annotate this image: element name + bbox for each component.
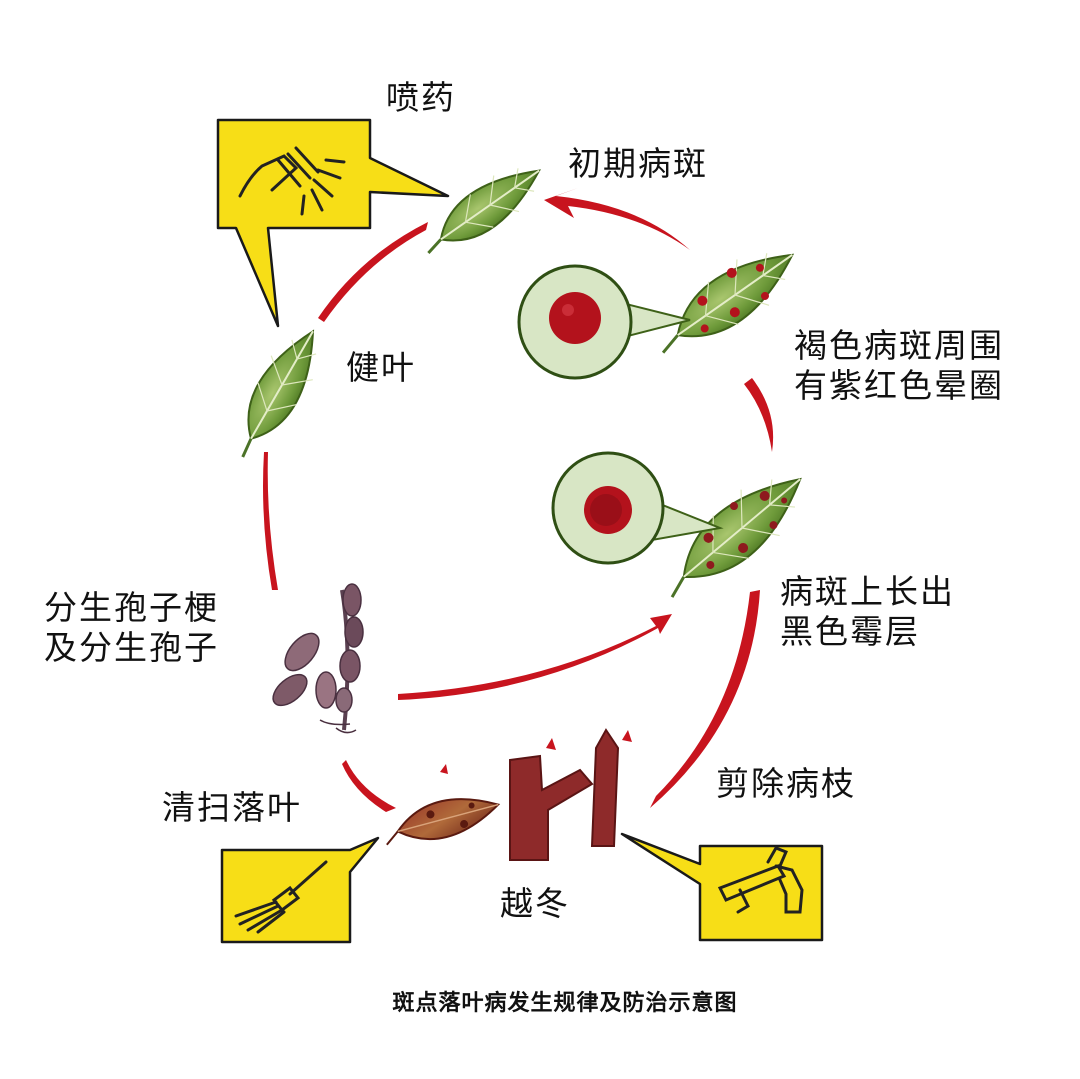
initial-leaf	[427, 168, 541, 255]
spore-mark-1	[440, 764, 448, 774]
label-black-mold-line-1: 病斑上长出	[780, 572, 955, 611]
conidia-illustration	[272, 583, 364, 734]
broom-icon	[234, 860, 328, 934]
arrow-conidia-to-fallen	[342, 760, 396, 812]
label-sweep-leaves: 清扫落叶	[162, 788, 302, 827]
spray-nozzle-icon	[238, 146, 346, 216]
label-brown-spot-line-1: 褐色病斑周围	[794, 326, 1004, 365]
healthy-leaf	[241, 329, 317, 458]
black-mold-leaf	[670, 477, 802, 598]
label-conidia-line-1: 分生孢子梗	[44, 588, 219, 627]
label-brown-spot: 褐色病斑周围 有紫红色晕圈	[794, 326, 1004, 406]
lesion-magnifier-2	[551, 451, 724, 565]
label-conidia-line-2: 及分生孢子	[44, 628, 219, 667]
sweep-callout	[220, 836, 380, 944]
diseased-branches	[509, 728, 632, 861]
cycle-arrows	[263, 188, 774, 812]
diagram-caption: 斑点落叶病发生规律及防治示意图	[392, 991, 738, 1016]
prune-callout	[620, 832, 824, 942]
spray-callout	[216, 118, 450, 328]
arrow-mold-to-prune	[650, 590, 760, 808]
arrow-healthy-to-conidia	[263, 452, 278, 590]
arrow-brown-to-mold	[744, 378, 774, 452]
label-black-mold-line-2: 黑色霉层	[780, 612, 920, 651]
arrow-initial-to-brown	[544, 188, 690, 250]
fallen-leaf	[386, 798, 501, 846]
arrow-healthy-to-top	[318, 222, 428, 322]
label-conidia: 分生孢子梗 及分生孢子	[44, 588, 219, 668]
label-black-mold: 病斑上长出 黑色霉层	[780, 572, 955, 652]
label-spray: 喷药	[386, 78, 456, 117]
label-initial-spot: 初期病斑	[568, 144, 708, 183]
label-prune: 剪除病枝	[716, 764, 856, 803]
label-overwinter: 越冬	[500, 884, 570, 923]
label-brown-spot-line-2: 有紫红色晕圈	[794, 366, 1004, 405]
arrow-conidia-to-mold	[398, 614, 672, 700]
lesion-magnifier-1	[517, 264, 691, 380]
label-healthy-leaf: 健叶	[346, 348, 416, 387]
brown-spot-leaf	[661, 253, 795, 354]
pruning-saw-icon	[717, 846, 804, 914]
